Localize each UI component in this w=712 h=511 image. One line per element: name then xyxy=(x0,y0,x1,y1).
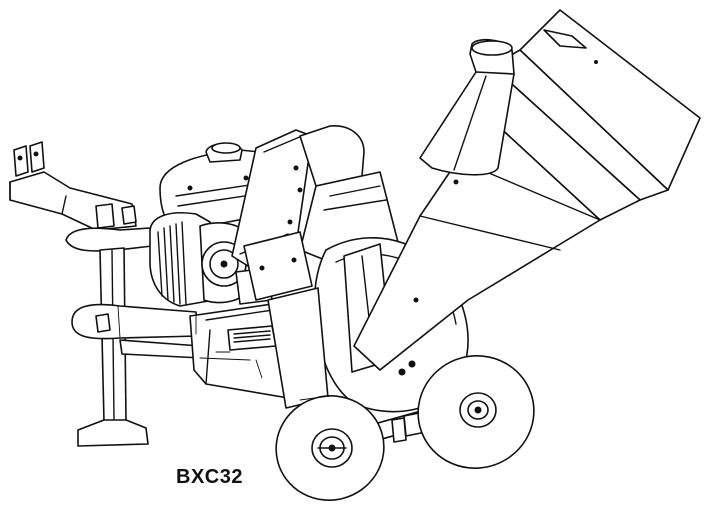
model-label: BXC32 xyxy=(176,466,243,488)
discharge-chute xyxy=(419,38,515,176)
belt-cover xyxy=(231,125,401,271)
detail-lines xyxy=(117,305,331,401)
hitch-frame xyxy=(9,141,203,447)
right-wheel xyxy=(417,355,535,469)
left-wheel xyxy=(275,395,385,501)
wheel-assembly xyxy=(275,355,535,501)
infeed-hopper xyxy=(353,9,701,371)
